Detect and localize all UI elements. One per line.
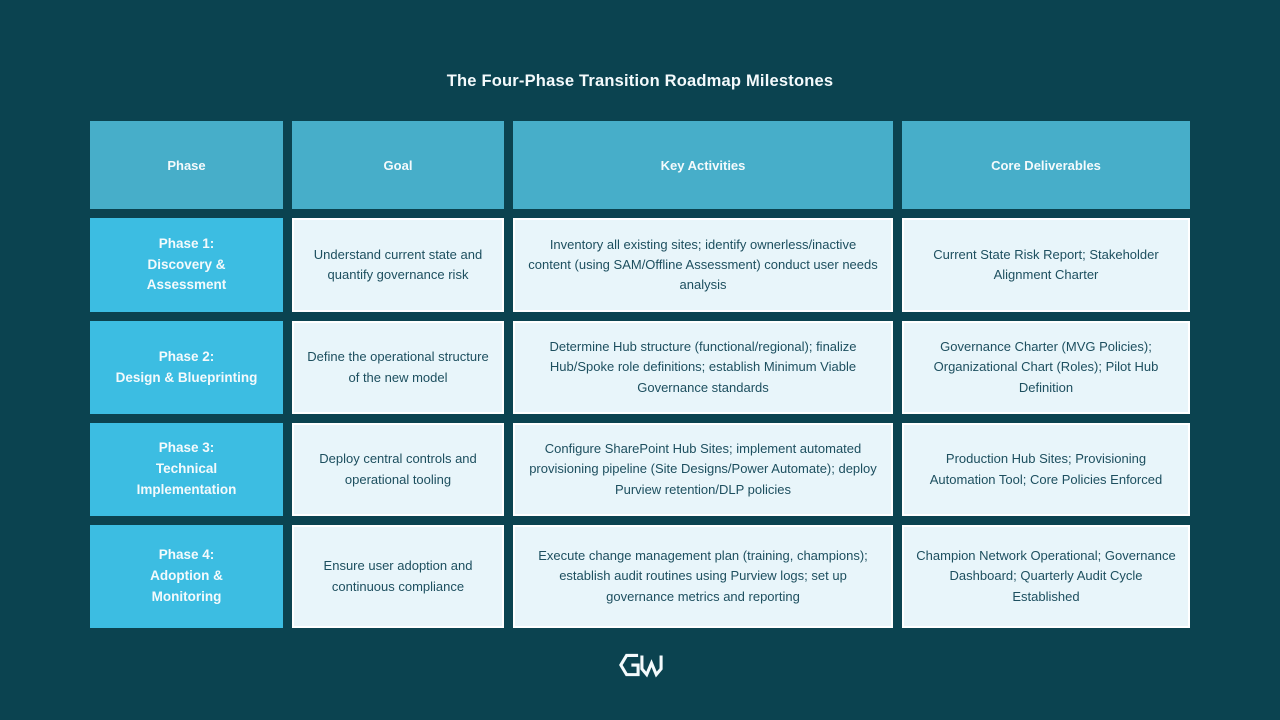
phase-cell-1: Phase 1: Discovery & Assessment (90, 218, 283, 312)
core-deliverables-cell-3: Production Hub Sites; Provisioning Autom… (902, 423, 1190, 516)
phase-title: Phase 2: (158, 348, 215, 364)
key-activities-cell-3: Configure SharePoint Hub Sites; implemen… (513, 423, 893, 516)
goal-cell-3: Deploy central controls and operational … (292, 423, 504, 516)
gw-hexagon-logo-icon (619, 653, 663, 678)
header-cell-core-deliverables: Core Deliverables (902, 121, 1190, 209)
phase-name: Discovery & Assessment (146, 256, 227, 293)
key-activities-cell-2: Determine Hub structure (functional/regi… (513, 321, 893, 414)
roadmap-table: Phase Goal Key Activities Core Deliverab… (90, 121, 1190, 628)
phase-cell-4: Phase 4: Adoption & Monitoring (90, 525, 283, 628)
goal-cell-1: Understand current state and quantify go… (292, 218, 504, 312)
core-deliverables-cell-2: Governance Charter (MVG Policies); Organ… (902, 321, 1190, 414)
phase-title: Phase 1: (158, 235, 215, 251)
header-cell-key-activities: Key Activities (513, 121, 893, 209)
phase-title: Phase 4: (158, 547, 215, 563)
goal-cell-4: Ensure user adoption and continuous comp… (292, 525, 504, 628)
phase-cell-3: Phase 3: Technical Implementation (90, 423, 283, 516)
page-title: The Four-Phase Transition Roadmap Milest… (446, 72, 834, 90)
goal-cell-2: Define the operational structure of the … (292, 321, 504, 414)
header-cell-phase: Phase (90, 121, 283, 209)
phase-name: Technical Implementation (136, 461, 237, 497)
core-deliverables-cell-1: Current State Risk Report; Stakeholder A… (902, 218, 1190, 312)
core-deliverables-cell-4: Champion Network Operational; Governance… (902, 525, 1190, 628)
phase-name: Adoption & Monitoring (150, 568, 223, 604)
phase-title: Phase 3: (158, 440, 215, 456)
header-cell-goal: Goal (292, 121, 504, 209)
key-activities-cell-1: Inventory all existing sites; identify o… (513, 218, 893, 312)
key-activities-cell-4: Execute change management plan (training… (513, 525, 893, 628)
phase-name: Design & Blueprinting (115, 369, 258, 385)
brand-logo (0, 650, 1280, 682)
phase-cell-2: Phase 2: Design & Blueprinting (90, 321, 283, 414)
